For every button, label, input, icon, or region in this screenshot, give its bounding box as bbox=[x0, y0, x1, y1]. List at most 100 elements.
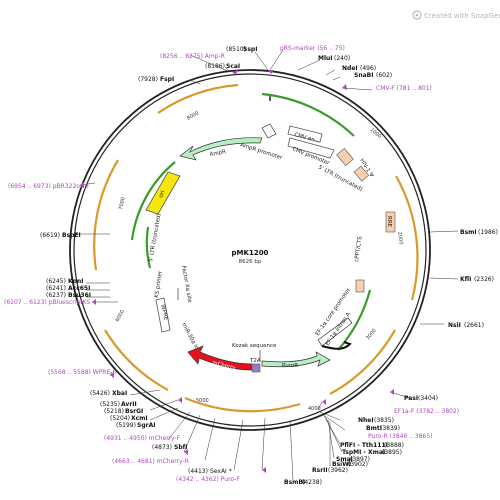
site-xbai: (5426)XbaI bbox=[90, 390, 127, 397]
plasmid-size: 8626 bp bbox=[239, 259, 262, 265]
arc-ef1-green bbox=[337, 289, 372, 351]
svg-text:(8186): (8186) bbox=[205, 63, 225, 70]
svg-text:PasI: PasI bbox=[404, 395, 418, 402]
site-xcmi: (5204)XcmI bbox=[110, 415, 148, 422]
tick-8000: 8000 bbox=[186, 110, 200, 122]
primer-pbluescriptks: (6107 .. 6123) pBluescriptKS bbox=[4, 299, 90, 306]
svg-text:(8510): (8510) bbox=[226, 46, 246, 53]
tick-3000: 3000 bbox=[365, 328, 378, 342]
site-mlui: MluI(240) bbox=[318, 55, 350, 62]
primer-cmv-f: CMV-F (781 .. 801) bbox=[376, 85, 432, 92]
primer-puro-f: (4342 .. 4362) Puro-F bbox=[176, 476, 240, 483]
feature-label: mCherry bbox=[212, 360, 237, 372]
snapgene-icon bbox=[412, 10, 422, 20]
feature-label: WPRE bbox=[159, 304, 169, 322]
plasmid-name: pMK1200 bbox=[232, 249, 269, 257]
arc-ef1-region bbox=[329, 329, 396, 395]
site-snabi: SnaBI(602) bbox=[354, 72, 392, 79]
svg-text:(7928): (7928) bbox=[138, 76, 158, 83]
arc-ori-green bbox=[130, 161, 176, 241]
svg-text:(5426): (5426) bbox=[90, 390, 110, 397]
site-bspei: (6619)BspEI bbox=[40, 232, 81, 239]
feature-label: Kozak sequence bbox=[232, 343, 277, 349]
svg-text:MluI: MluI bbox=[318, 55, 333, 62]
svg-text:BsmBI: BsmBI bbox=[284, 479, 305, 486]
svg-text:(3404): (3404) bbox=[418, 395, 438, 402]
restriction-sites: (8510)SspI (8186)ScaI (7928)FspI MluI(24… bbox=[40, 46, 498, 486]
svg-text:(3897): (3897) bbox=[350, 456, 370, 463]
feature-kozak[interactable]: Kozak sequence bbox=[232, 343, 277, 362]
site-nsii: NsiI(2661) bbox=[448, 322, 484, 329]
site-fspi: (7928)FspI bbox=[138, 76, 174, 83]
svg-text:BsrGI: BsrGI bbox=[125, 408, 143, 415]
site-bsrgi: (5218)BsrGI bbox=[104, 408, 143, 415]
site-sspi: (8510)SspI bbox=[226, 46, 257, 53]
svg-text:(240): (240) bbox=[334, 55, 350, 62]
feature-label: PuroR bbox=[282, 363, 298, 369]
feature-puror[interactable]: PuroR bbox=[261, 351, 331, 369]
green-arcs bbox=[130, 92, 372, 351]
svg-text:(4238): (4238) bbox=[302, 479, 322, 486]
feature-label: ori bbox=[158, 189, 166, 198]
site-avrii: (5235)AvrII bbox=[100, 401, 137, 408]
feature-label: 5' LTR (truncated) bbox=[317, 164, 363, 192]
primer-prs-marker: pRS-marker (56 .. 75) bbox=[280, 45, 345, 52]
svg-text:(6237): (6237) bbox=[46, 292, 66, 299]
primer-mcherry-r: (4663 .. 4681) mCherry-R bbox=[112, 458, 189, 465]
site-bmti: BmtI(3839) bbox=[366, 425, 400, 432]
svg-text:SspI: SspI bbox=[243, 46, 257, 53]
site-bsmbi: BsmBI(4238) bbox=[284, 479, 322, 486]
svg-text:XbaI: XbaI bbox=[112, 390, 127, 397]
svg-text:(1986): (1986) bbox=[478, 229, 498, 236]
tick-7000: 7000 bbox=[118, 197, 127, 211]
site-nhei: NheI(3835) bbox=[358, 417, 394, 424]
primer-ef1a-f: EF1a-F (3782 .. 3802) bbox=[394, 408, 459, 415]
svg-text:(6245): (6245) bbox=[46, 278, 66, 285]
site-kpni: (6245)KpnI bbox=[46, 278, 83, 285]
primer-labels: (8256 .. 8275) Amp-R pRS-marker (56 .. 7… bbox=[4, 45, 459, 483]
feature-cppt-cts[interactable]: cPPT/CTS bbox=[354, 236, 365, 293]
svg-text:BspEI: BspEI bbox=[62, 232, 81, 239]
svg-text:NheI: NheI bbox=[358, 417, 374, 424]
site-acc65i: (6241)Acc65I bbox=[46, 285, 90, 292]
svg-text:(2326): (2326) bbox=[474, 276, 494, 283]
feature-label: Factor Xa site bbox=[180, 265, 193, 303]
svg-text:SbfI: SbfI bbox=[174, 444, 187, 451]
svg-text:Acc65I: Acc65I bbox=[68, 285, 90, 292]
feature-ori[interactable]: ori bbox=[145, 171, 181, 215]
svg-text:NdeI: NdeI bbox=[342, 65, 358, 72]
primer-amp-r: (8256 .. 8275) Amp-R bbox=[160, 53, 225, 60]
backbone-inner bbox=[73, 73, 427, 427]
site-pasi: PasI(3404) bbox=[404, 395, 438, 402]
feature-mcherry[interactable]: mCherry bbox=[187, 345, 253, 372]
svg-text:SexAI *: SexAI * bbox=[210, 468, 232, 475]
svg-text:(602): (602) bbox=[376, 72, 392, 79]
feature-hiv1-psi[interactable]: HIV-1 Ψ bbox=[353, 158, 375, 182]
feature-wpre[interactable]: WPRE bbox=[155, 297, 171, 333]
feature-label: RRE bbox=[386, 216, 392, 228]
svg-text:(4873): (4873) bbox=[152, 444, 172, 451]
svg-text:(3835): (3835) bbox=[374, 417, 394, 424]
tick-1000: 1000 bbox=[369, 127, 383, 140]
feature-t2a[interactable]: T2A bbox=[249, 358, 261, 373]
svg-text:(3839): (3839) bbox=[380, 425, 400, 432]
arc-amp-region bbox=[157, 83, 239, 114]
svg-text:BsmI: BsmI bbox=[460, 229, 477, 236]
feature-ltr-left: 5' LTR (truncated) bbox=[148, 213, 162, 262]
feature-factor-xa[interactable]: Factor Xa site bbox=[177, 265, 193, 304]
site-ndei: NdeI(496) bbox=[342, 65, 376, 72]
site-bsiwi: BsiWI(3902) bbox=[332, 461, 368, 468]
site-kfli: KflI(2326) bbox=[460, 276, 494, 283]
svg-text:BmtI: BmtI bbox=[366, 425, 382, 432]
primer-pbr322ori-f: (6954 .. 6973) pBR322ori-F bbox=[8, 183, 90, 190]
feature-rre[interactable]: RRE bbox=[385, 211, 396, 233]
svg-text:ScaI: ScaI bbox=[226, 63, 240, 70]
site-sgrai: (5199)SgrAI bbox=[116, 422, 155, 429]
tick-6000: 6000 bbox=[115, 309, 127, 323]
snapgene-logo: Created with SnapGene® bbox=[412, 10, 500, 20]
site-sbfi: (4873)SbfI bbox=[152, 444, 187, 451]
feature-ampr[interactable]: AmpR bbox=[179, 137, 263, 161]
svg-text:NsiI: NsiI bbox=[448, 322, 461, 329]
primer-markers bbox=[80, 70, 394, 473]
